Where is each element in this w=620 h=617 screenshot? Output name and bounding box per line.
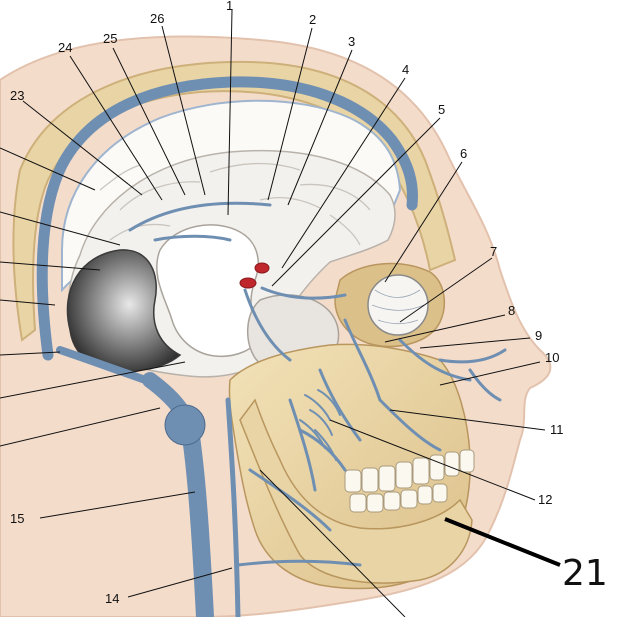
label-26: 26 xyxy=(150,11,164,26)
teeth-lower xyxy=(349,483,448,513)
numeric-labels: 1 2 3 4 5 6 7 8 9 10 11 12 14 15 21 23 2… xyxy=(10,0,608,606)
label-21: 21 xyxy=(562,553,608,594)
label-23: 23 xyxy=(10,88,24,103)
label-12: 12 xyxy=(538,492,552,507)
internal-carotid-artery xyxy=(239,262,270,289)
internal-jugular-vein xyxy=(181,421,214,617)
label-8: 8 xyxy=(508,303,515,318)
eyeball xyxy=(367,274,429,336)
label-1: 1 xyxy=(226,0,233,13)
label-4: 4 xyxy=(402,62,409,77)
cortex-gyri xyxy=(99,162,371,246)
external-jugular-vein xyxy=(225,397,241,617)
label-6: 6 xyxy=(460,146,467,161)
leader-lines xyxy=(0,9,561,617)
inferior-sagittal-sinus xyxy=(128,201,272,232)
label-7: 7 xyxy=(490,244,497,259)
mandible xyxy=(239,398,473,584)
superior-sagittal-sinus xyxy=(36,76,418,361)
label-2: 2 xyxy=(309,12,316,27)
label-15: 15 xyxy=(10,511,24,526)
eye-retina-lines xyxy=(371,289,425,325)
teeth-upper xyxy=(344,449,475,493)
label-24: 24 xyxy=(58,40,72,55)
label-9: 9 xyxy=(535,328,542,343)
pterygoid-plexus xyxy=(299,389,341,461)
label-10: 10 xyxy=(545,350,559,365)
label-14: 14 xyxy=(105,591,119,606)
label-25: 25 xyxy=(103,31,117,46)
mastoid-process xyxy=(164,404,206,446)
great-cerebral-vein xyxy=(153,234,232,242)
label-5: 5 xyxy=(438,102,445,117)
facial-vein-network xyxy=(236,286,507,567)
label-3: 3 xyxy=(348,34,355,49)
label-11: 11 xyxy=(550,422,564,437)
